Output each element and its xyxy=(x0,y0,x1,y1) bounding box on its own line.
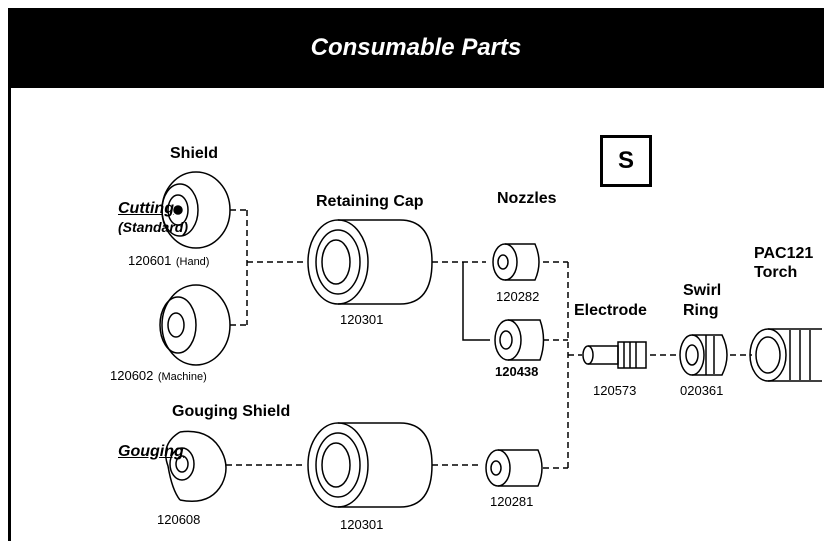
nozzle-120282-part xyxy=(492,243,540,281)
section-cutting-sub-label: (Standard) xyxy=(118,219,188,235)
retaining-cap-heading: Retaining Cap xyxy=(316,193,424,210)
shield-hand-note: (Hand) xyxy=(175,256,210,268)
shield-hand-part xyxy=(161,171,231,249)
nozzle-branch-line xyxy=(462,262,490,341)
shield-heading: Shield xyxy=(170,145,219,162)
swirl-ring-heading-line2: Ring xyxy=(683,302,719,319)
nozzle-2-number: 120438 xyxy=(495,364,539,379)
electrode-number: 120573 xyxy=(593,383,637,398)
shield-machine-note: (Machine) xyxy=(157,371,207,383)
electrode-heading: Electrode xyxy=(574,302,647,319)
gouging-shield-number: 120608 xyxy=(157,512,201,527)
torch-heading-line1: PAC121 xyxy=(754,245,814,262)
swirl-ring-number: 020361 xyxy=(680,383,724,398)
s-label-box: S xyxy=(600,135,652,187)
shield-machine-number: 120602 xyxy=(110,368,154,383)
swirl-ring-heading-line1: Swirl xyxy=(683,282,722,299)
shield-machine-part xyxy=(159,284,231,366)
electrode-part xyxy=(582,341,647,369)
gouging-shield-part xyxy=(165,430,227,502)
section-gouging-label: Gouging xyxy=(118,443,184,460)
gouging-shield-heading: Gouging Shield xyxy=(172,403,291,420)
nozzle-120281-part xyxy=(485,449,543,487)
nozzle-1-number: 120282 xyxy=(496,289,540,304)
torch-part xyxy=(749,328,822,382)
swirl-ring-part xyxy=(679,334,728,376)
retaining-cap-bottom-part xyxy=(307,422,433,508)
section-cutting-label: Cutting xyxy=(118,200,174,217)
retaining-cap-top-part xyxy=(307,219,433,305)
header-bar: Consumable Parts xyxy=(8,8,824,88)
nozzles-heading: Nozzles xyxy=(497,190,557,207)
shield-hand-label: 120601 (Hand) xyxy=(128,252,209,270)
connector-lines xyxy=(226,209,752,469)
retaining-cap-top-number: 120301 xyxy=(340,312,384,327)
shield-hand-number: 120601 xyxy=(128,253,172,268)
nozzle-120438-part xyxy=(494,319,545,361)
nozzle-3-number: 120281 xyxy=(490,494,534,509)
torch-heading-line2: Torch xyxy=(754,264,798,281)
retaining-cap-bottom-number: 120301 xyxy=(340,517,384,532)
page-title: Consumable Parts xyxy=(310,34,522,61)
frame-left-border xyxy=(8,88,11,541)
shield-machine-label: 120602 (Machine) xyxy=(110,367,207,385)
